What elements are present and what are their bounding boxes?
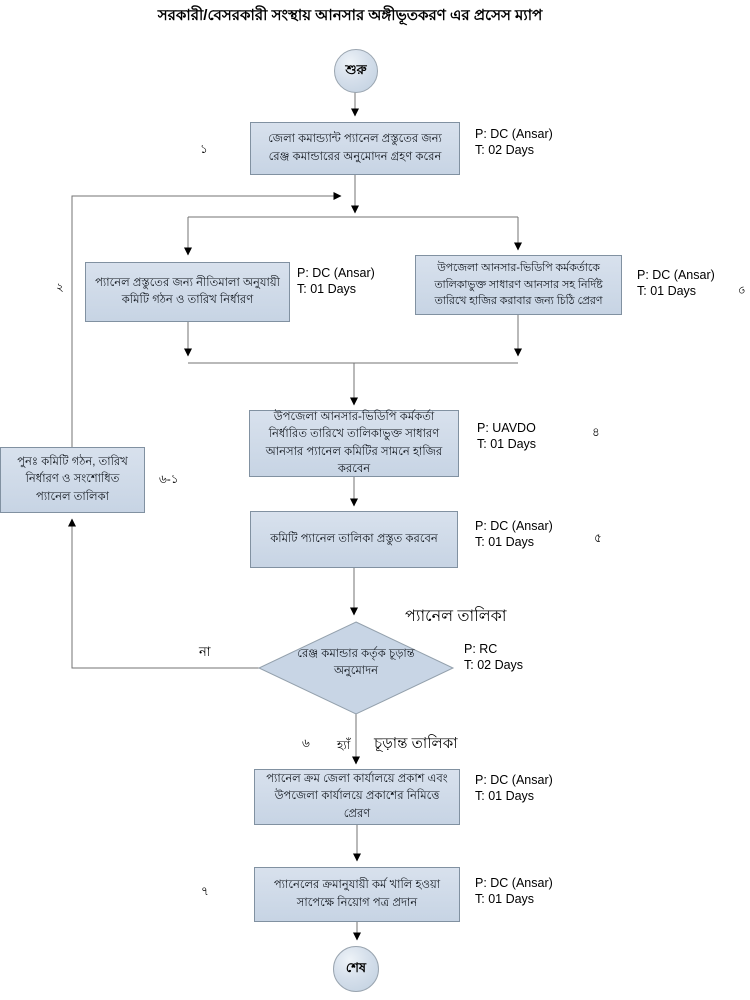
step-7-box: প্যানেলের ক্রমানুযায়ী কর্ম খালি হওয়া স… xyxy=(254,867,460,922)
decision-t: T: 02 Days xyxy=(464,658,524,673)
step-4-box: উপজেলা আনসার-ভিডিপি কর্মকর্তা নির্ধারিত … xyxy=(249,410,459,477)
step-2-box: প্যানেল প্রস্তুতের জন্য নীতিমালা অনুযায়… xyxy=(85,262,290,322)
step-3-number: ৩ xyxy=(734,286,749,294)
step-5-p: P: DC (Ansar) xyxy=(475,519,553,533)
step-7-p: P: DC (Ansar) xyxy=(475,876,553,890)
decision-label: রেঞ্জ কমান্ডার কর্তৃক চূড়ান্ত অনুমোদন xyxy=(297,648,415,678)
step-7-t: T: 01 Days xyxy=(475,892,535,907)
step-5-owner: P: DC (Ansar) T: 01 Days xyxy=(475,518,553,551)
step-6-owner: P: DC (Ansar) T: 01 Days xyxy=(475,772,553,805)
step-3-t: T: 01 Days xyxy=(637,284,697,299)
step-3-p: P: DC (Ansar) xyxy=(637,268,715,282)
decision-owner: P: RC T: 02 Days xyxy=(464,641,523,674)
step-6-p: P: DC (Ansar) xyxy=(475,773,553,787)
page-title: সরকারী/বেসরকারী সংস্থায় আনসার অঙ্গীভূতক… xyxy=(157,7,543,24)
step-2-t: T: 01 Days xyxy=(297,282,357,297)
step-4-owner: P: UAVDO T: 01 Days xyxy=(477,420,536,453)
step-7-number: ৭ xyxy=(201,884,209,898)
final-list-annotation: চূড়ান্ত তালিকা xyxy=(374,735,458,752)
step-1-owner: P: DC (Ansar) T: 02 Days xyxy=(475,126,553,159)
step-2-number: ২ xyxy=(56,280,64,294)
step-5-number: ৫ xyxy=(594,531,602,545)
step-2-owner: P: DC (Ansar) T: 01 Days xyxy=(297,265,375,298)
start-terminal: শুরু xyxy=(334,49,378,93)
step-4-p: P: UAVDO xyxy=(477,421,536,435)
step-5-t: T: 01 Days xyxy=(475,535,535,550)
decision-diamond xyxy=(257,621,455,715)
step-3-owner: P: DC (Ansar) T: 01 Days xyxy=(637,267,715,300)
step-6-t: T: 01 Days xyxy=(475,789,535,804)
end-terminal: শেষ xyxy=(333,946,379,992)
step-4-t: T: 01 Days xyxy=(477,437,537,452)
no-branch-label: না xyxy=(199,644,211,659)
decision-number: ৬ xyxy=(302,736,310,750)
step-2-p: P: DC (Ansar) xyxy=(297,266,375,280)
step-3-box: উপজেলা আনসার-ভিডিপি কর্মকর্তাকে তালিকাভু… xyxy=(415,255,622,315)
step-1-number: ১ xyxy=(200,142,208,156)
step-4-number: ৪ xyxy=(592,425,600,439)
panel-list-annotation: প্যানেল তালিকা xyxy=(405,608,507,625)
step-5-box: কমিটি প্যানেল তালিকা প্রস্তুত করবেন xyxy=(250,511,458,568)
decision-p: P: RC xyxy=(464,642,498,656)
step-6-box: প্যানেল ক্রম জেলা কার্যালয়ে প্রকাশ এবং … xyxy=(254,769,460,825)
flow-arrow-rework-to-main xyxy=(71,192,342,447)
step-1-t: T: 02 Days xyxy=(475,143,535,158)
flow-arrow-no-to-rework xyxy=(68,518,259,669)
yes-branch-label: হ্যাঁ xyxy=(337,738,351,752)
rework-box: পুনঃ কমিটি গঠন, তারিখ নির্ধারণ ও সংশোধিত… xyxy=(0,447,145,513)
step-7-owner: P: DC (Ansar) T: 01 Days xyxy=(475,875,553,908)
step-1-p: P: DC (Ansar) xyxy=(475,127,553,141)
step-1-box: জেলা কমান্ড্যান্ট প্যানেল প্রস্তুতের জন্… xyxy=(250,122,460,175)
rework-number: ৬-১ xyxy=(159,472,179,486)
